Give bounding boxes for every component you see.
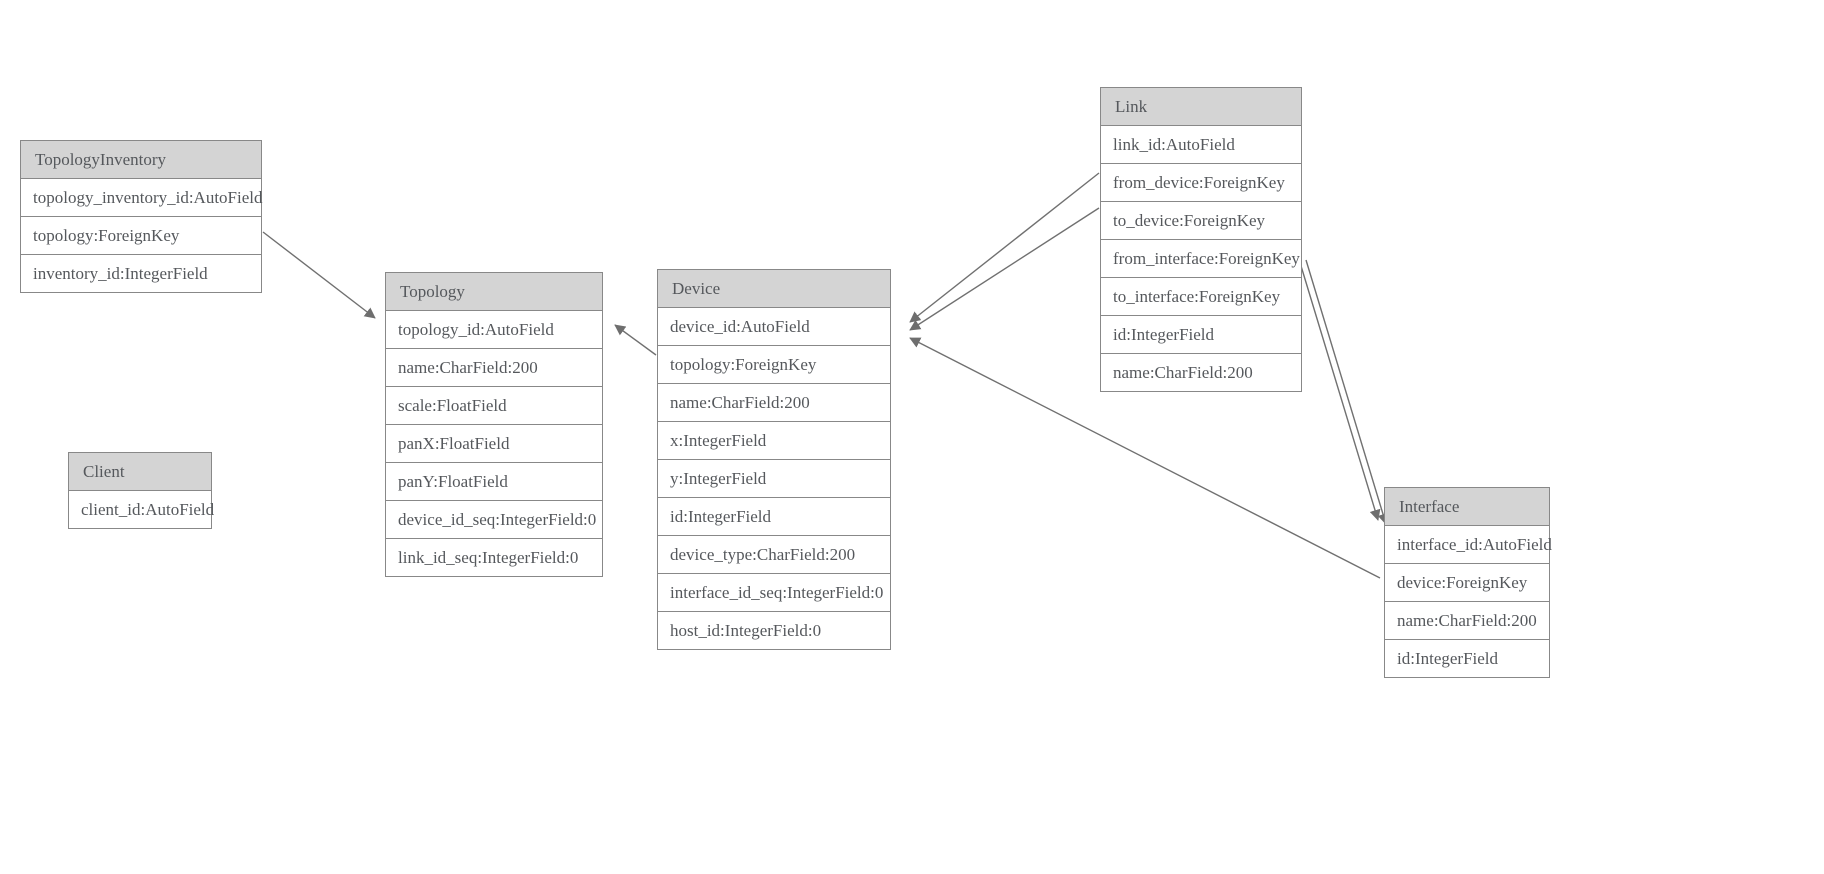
entity-field: name:CharField:200 xyxy=(1101,354,1301,391)
entity-field: device_id_seq:IntegerField:0 xyxy=(386,501,602,539)
entity-field: panX:FloatField xyxy=(386,425,602,463)
entity-field: link_id_seq:IntegerField:0 xyxy=(386,539,602,576)
entity-field: x:IntegerField xyxy=(658,422,890,460)
entity-field: topology:ForeignKey xyxy=(658,346,890,384)
entity-field: id:IntegerField xyxy=(1101,316,1301,354)
entity-title-topology: Topology xyxy=(386,273,602,311)
entity-field: host_id:IntegerField:0 xyxy=(658,612,890,649)
entity-field: id:IntegerField xyxy=(1385,640,1549,677)
rel-topologyinventory-topology xyxy=(262,231,376,319)
entity-field: panY:FloatField xyxy=(386,463,602,501)
entity-field: device_type:CharField:200 xyxy=(658,536,890,574)
entity-field: interface_id:AutoField xyxy=(1385,526,1552,564)
rel-interface-device xyxy=(909,337,1381,579)
entity-field: from_interface:ForeignKey xyxy=(1101,240,1301,278)
entity-field: topology:ForeignKey xyxy=(21,217,261,255)
entity-field: name:CharField:200 xyxy=(658,384,890,422)
entity-field: interface_id_seq:IntegerField:0 xyxy=(658,574,890,612)
entity-title-interface: Interface xyxy=(1385,488,1549,526)
rel-link-tointerface xyxy=(1305,259,1389,525)
entity-field: to_interface:ForeignKey xyxy=(1101,278,1301,316)
entity-title-device: Device xyxy=(658,270,890,308)
rel-link-frominterface xyxy=(1297,255,1381,521)
entity-field: device:ForeignKey xyxy=(1385,564,1549,602)
entity-field: id:IntegerField xyxy=(658,498,890,536)
entity-field: to_device:ForeignKey xyxy=(1101,202,1301,240)
entity-title-client: Client xyxy=(69,453,211,491)
entity-title-topology_inventory: TopologyInventory xyxy=(21,141,261,179)
rel-link-fromdevice-line xyxy=(909,172,1100,323)
entity-field: scale:FloatField xyxy=(386,387,602,425)
rel-link-todevice xyxy=(909,207,1100,331)
entity-field: from_device:ForeignKey xyxy=(1101,164,1301,202)
entity-field: client_id:AutoField xyxy=(69,491,214,528)
entity-field: y:IntegerField xyxy=(658,460,890,498)
entity-field: name:CharField:200 xyxy=(1385,602,1549,640)
entity-field: name:CharField:200 xyxy=(386,349,602,387)
entity-field: topology_id:AutoField xyxy=(386,311,602,349)
entity-field: inventory_id:IntegerField xyxy=(21,255,261,292)
entity-title-link: Link xyxy=(1101,88,1301,126)
entity-field: device_id:AutoField xyxy=(658,308,890,346)
entity-field: link_id:AutoField xyxy=(1101,126,1301,164)
rel-device-topology xyxy=(614,324,657,356)
entity-field: topology_inventory_id:AutoField xyxy=(21,179,263,217)
